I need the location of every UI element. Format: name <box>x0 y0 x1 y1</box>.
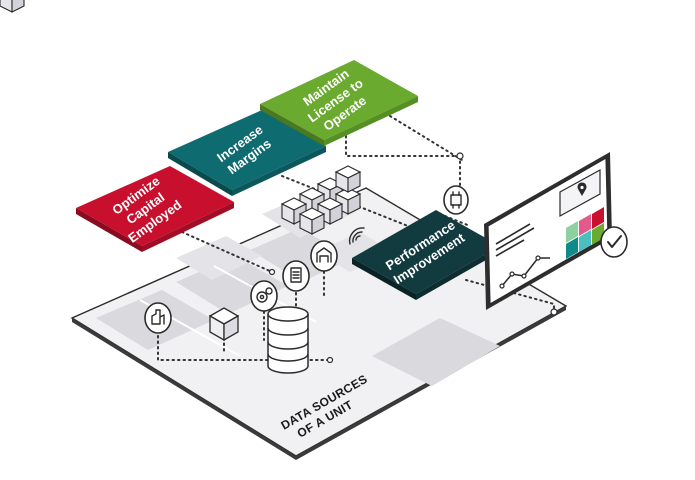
cube-cluster <box>0 0 361 235</box>
location-pin-icon <box>577 182 587 196</box>
tile-increase-margins[interactable]: Increase Margins <box>168 110 326 196</box>
heatmap-tiles <box>566 207 604 259</box>
tile-performance-improvement[interactable]: Performance Improvement <box>352 210 500 300</box>
cube-icon <box>208 307 240 342</box>
cpu-icon <box>443 185 469 215</box>
connector-endpoints <box>268 152 558 364</box>
dashboard-text-lines <box>495 223 535 257</box>
gears-icon <box>250 280 278 312</box>
dashboard-screen[interactable] <box>484 152 612 310</box>
tile-optimize-capital[interactable]: Optimize Capital Employed <box>76 166 234 252</box>
tile-maintain-license[interactable]: Maintain License to Operate <box>260 60 418 146</box>
line-chart-icon <box>499 255 550 289</box>
warehouse-icon <box>310 240 338 272</box>
document-icon <box>282 260 310 292</box>
factory-icon <box>144 302 172 334</box>
database-icon <box>267 306 309 374</box>
checkmark-icon <box>600 226 628 258</box>
wireless-icon <box>348 227 365 245</box>
map-panel <box>559 168 601 218</box>
